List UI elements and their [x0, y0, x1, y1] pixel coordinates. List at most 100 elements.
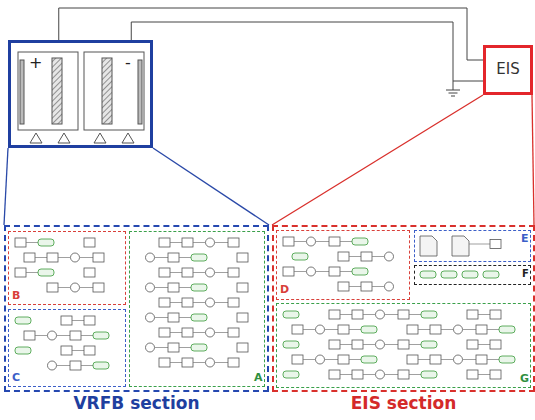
subsection-frame: B: [8, 231, 126, 305]
function-block: [352, 340, 363, 349]
function-block: [329, 310, 340, 319]
signal-line: [316, 241, 329, 242]
sum-symbol: [206, 268, 215, 277]
ground-lead: [453, 81, 454, 90]
constant-block: [462, 271, 478, 278]
function-block: [168, 313, 179, 322]
function-block: [283, 237, 294, 246]
signal-line: [215, 272, 228, 273]
signal-line: [294, 241, 306, 242]
function-block: [490, 310, 501, 319]
sum-symbol: [71, 283, 80, 292]
function-block: [93, 283, 104, 292]
constant-block: [38, 269, 54, 276]
function-block: [182, 298, 193, 307]
ground-bar: [449, 93, 458, 94]
sum-symbol: [206, 298, 215, 307]
function-block: [237, 253, 248, 262]
function-block: [168, 253, 179, 262]
function-block: [283, 267, 294, 276]
constant-block: [499, 356, 515, 363]
function-block: [182, 328, 193, 337]
sum-symbol: [385, 282, 394, 291]
sum-symbol: [48, 331, 57, 340]
function-block: [47, 283, 58, 292]
signal-line: [170, 302, 182, 303]
function-block: [292, 325, 303, 334]
function-block: [430, 355, 441, 364]
signal-line: [418, 359, 430, 360]
wire: [131, 22, 483, 81]
function-block: [292, 355, 303, 364]
signal-line: [463, 359, 476, 360]
subsection-frame: E: [414, 230, 531, 262]
pump-symbol: [94, 133, 106, 143]
sum-symbol: [376, 340, 385, 349]
subsection-frame: D: [276, 230, 410, 300]
signal-line: [372, 286, 384, 287]
half-cell: [18, 52, 78, 130]
function-block: [182, 358, 193, 367]
function-block: [228, 268, 239, 277]
signal-line: [72, 320, 84, 321]
sum-symbol: [146, 313, 155, 322]
signal-line: [469, 244, 490, 245]
function-block: [228, 358, 239, 367]
signal-line: [193, 272, 205, 273]
region-letter: D: [279, 284, 290, 297]
function-block: [237, 343, 248, 352]
signal-line: [26, 242, 38, 243]
section-frame: VRFB sectionBCA: [4, 225, 269, 392]
signal-line: [478, 344, 490, 345]
signal-line: [26, 272, 38, 273]
sum-symbol: [454, 325, 463, 334]
signal-line: [58, 257, 70, 258]
zoom-line: [532, 95, 534, 225]
function-block: [490, 240, 501, 249]
signal-line: [349, 286, 361, 287]
pump-symbol: [30, 133, 42, 143]
signal-line: [155, 347, 168, 348]
constant-block: [15, 317, 31, 324]
constant-block: [352, 268, 368, 275]
constant-block: [441, 271, 457, 278]
function-block: [467, 370, 478, 379]
electrode: [138, 60, 142, 124]
signal-line: [487, 359, 499, 360]
signal-line: [441, 329, 453, 330]
signal-line: [340, 314, 352, 315]
function-block: [15, 268, 26, 277]
function-block: [476, 325, 487, 334]
signal-line: [441, 359, 453, 360]
function-block: [398, 310, 409, 319]
constant-block: [361, 356, 377, 363]
function-block: [352, 370, 363, 379]
function-block: [490, 370, 501, 379]
constant-block: [483, 271, 499, 278]
signal-line: [340, 241, 352, 242]
constant-block: [191, 344, 207, 351]
signal-line: [340, 344, 352, 345]
section-caption: EIS section: [272, 394, 535, 414]
function-block: [70, 361, 81, 370]
sum-symbol: [48, 361, 57, 370]
sum-symbol: [385, 252, 394, 261]
signal-line: [478, 374, 490, 375]
function-block: [47, 253, 58, 262]
constant-block: [361, 326, 377, 333]
region-letter: B: [11, 290, 21, 303]
battery-box: +-: [8, 40, 153, 148]
function-block: [93, 253, 104, 262]
signal-line: [215, 242, 228, 243]
signal-line: [179, 347, 191, 348]
constant-block: [421, 341, 437, 348]
function-block: [329, 340, 340, 349]
function-block: [430, 325, 441, 334]
signal-line: [463, 329, 476, 330]
signal-line: [385, 344, 398, 345]
signal-line: [303, 329, 315, 330]
pump-symbol: [122, 133, 134, 143]
constant-block: [93, 362, 109, 369]
signal-line: [155, 257, 168, 258]
